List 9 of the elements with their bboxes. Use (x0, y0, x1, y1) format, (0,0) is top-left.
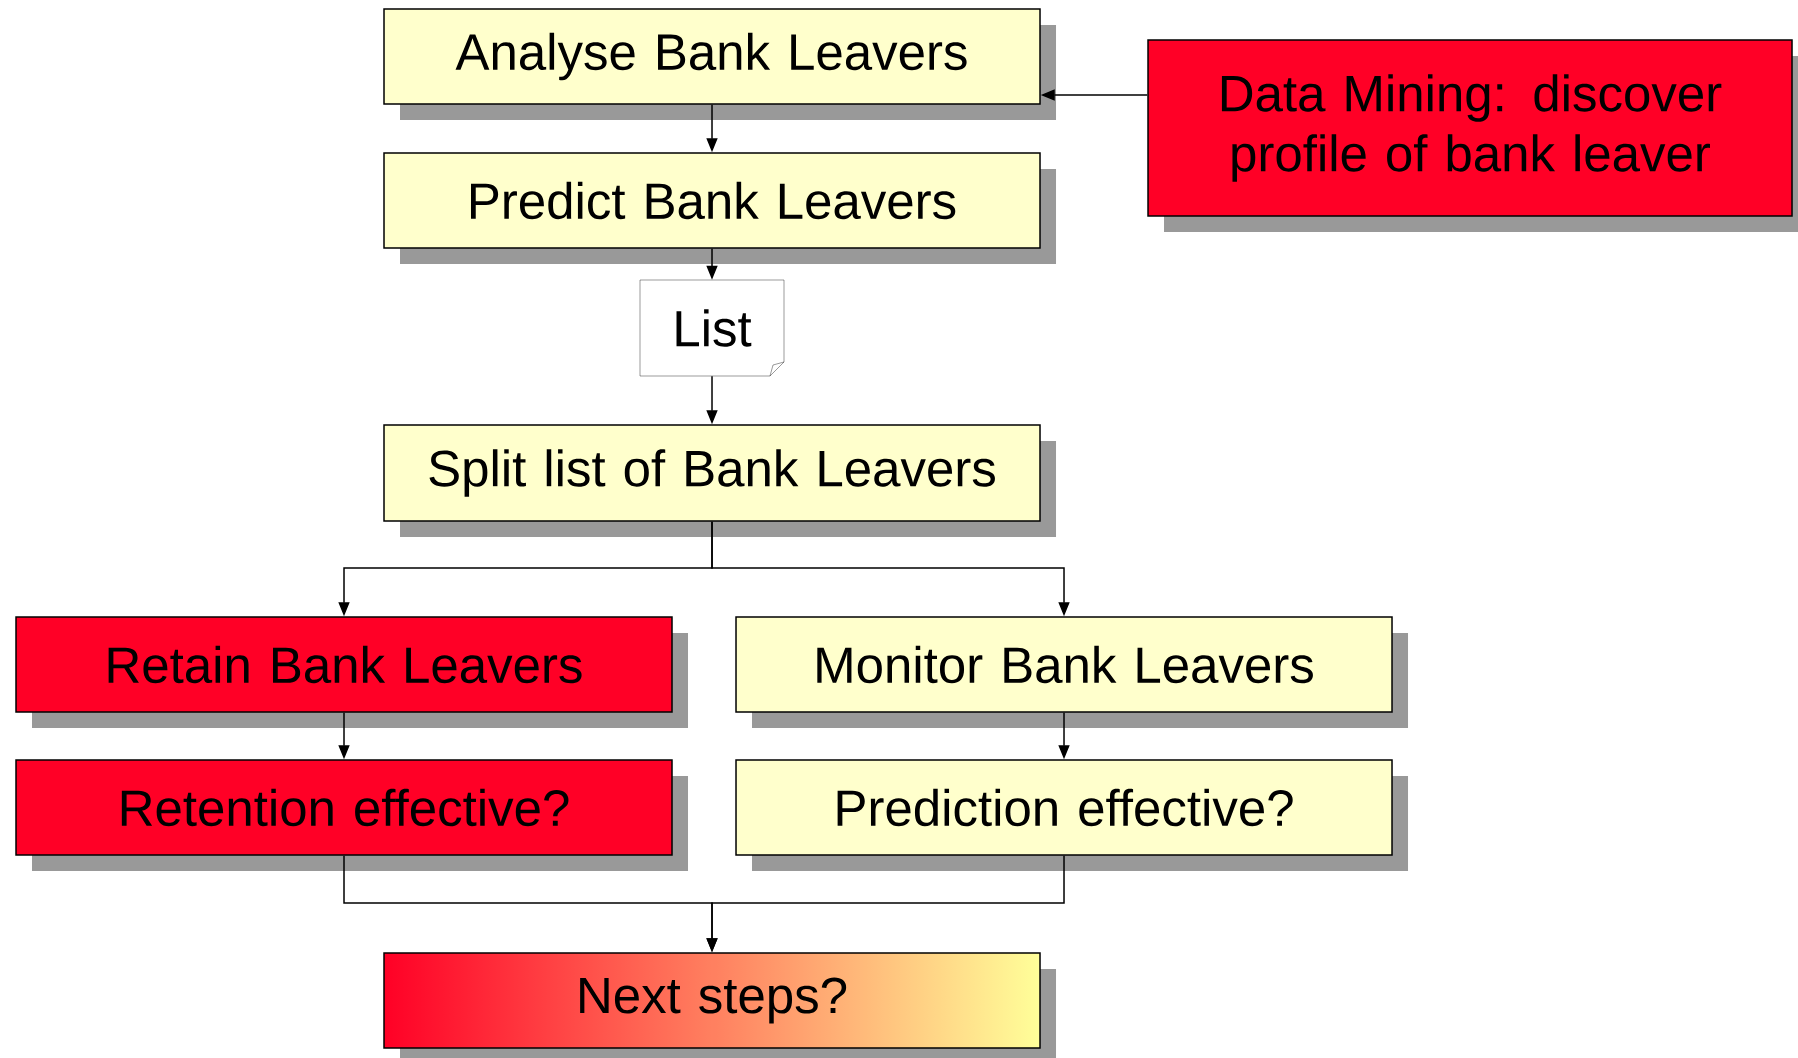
process-box: Monitor Bank Leavers (735, 616, 1408, 728)
process-box: Analyse Bank Leavers (383, 8, 1056, 120)
process-box: Data Mining: discover profile of bank leaver (1147, 39, 1798, 232)
process-box: Predict Bank Leavers (383, 152, 1056, 264)
process-box: Retain Bank Leavers (15, 616, 688, 728)
process-box: Retention effective? (15, 759, 688, 871)
process-box: Split list of Bank Leavers (383, 424, 1056, 537)
process-box: Next steps? (383, 952, 1056, 1058)
process-box: Prediction effective? (735, 759, 1408, 871)
